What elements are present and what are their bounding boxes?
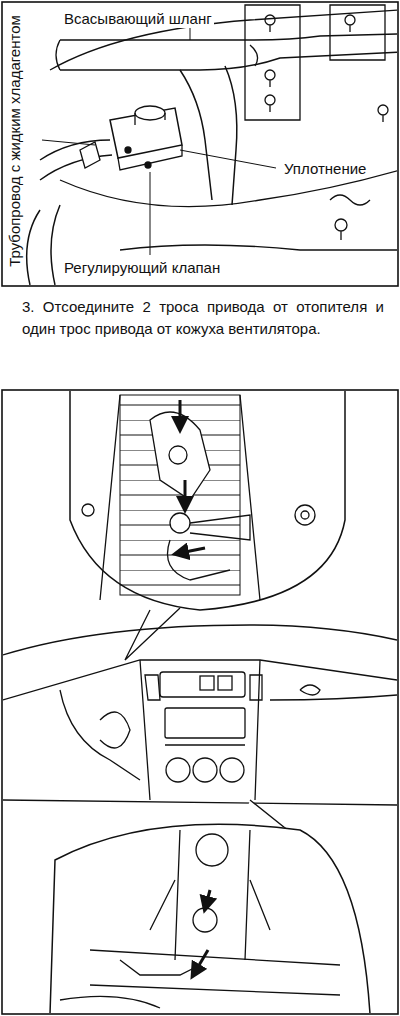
ac-valve-drawing [27, 5, 397, 285]
instruction-text: 3. Отсоедините 2 троса привода от отопит… [22, 296, 384, 340]
part-label: Регулирующий клапан [62, 259, 222, 277]
part-label: Всасывающий шланг [62, 10, 214, 28]
part-label: Трубопровод с жидким хладагентом [6, 10, 24, 272]
part-label: Уплотнение [282, 160, 368, 178]
dashboard-drawing [3, 391, 397, 1013]
panel-frame [2, 2, 398, 286]
panel-frame [2, 390, 398, 1014]
